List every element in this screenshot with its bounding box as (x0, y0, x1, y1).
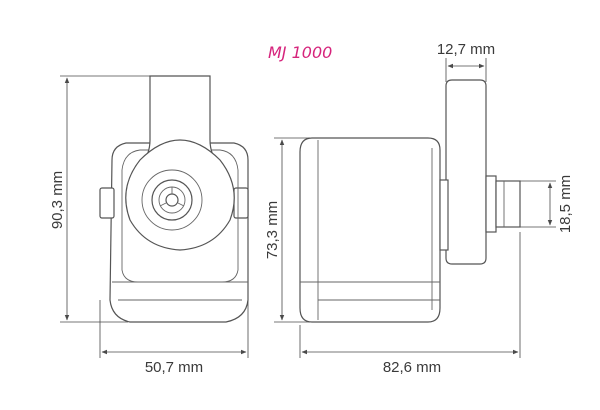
side-outlet-collar (485, 175, 497, 233)
plate-thickness-label: 12,7 mm (437, 41, 495, 58)
front-inlet-hub (165, 193, 179, 207)
front-right-tab (233, 187, 249, 219)
front-inlet-outer (141, 169, 203, 231)
front-width-label: 50,7 mm (145, 359, 203, 376)
outlet-diameter-dimension: 18,5 mm (520, 175, 574, 233)
side-mounting-plate (445, 79, 487, 265)
front-view (99, 75, 249, 323)
front-height-dimension: 90,3 mm (49, 75, 150, 323)
side-length-dimension: 82,6 mm (299, 232, 521, 376)
side-height-label: 73,3 mm (264, 201, 281, 259)
front-left-tab (99, 187, 115, 219)
plate-thickness-dimension: 12,7 mm (437, 41, 495, 82)
side-view (299, 79, 521, 323)
front-inlet-spokes (159, 187, 185, 207)
front-width-dimension: 50,7 mm (99, 300, 249, 376)
side-length-label: 82,6 mm (383, 359, 441, 376)
front-inner-body (121, 149, 239, 283)
side-motor-body (299, 137, 441, 323)
side-outlet-nozzle (495, 180, 521, 228)
outlet-diameter-label: 18,5 mm (557, 175, 574, 233)
model-label: MJ 1000 (268, 43, 332, 62)
front-height-label: 90,3 mm (49, 171, 66, 229)
side-plate-joint (439, 179, 449, 251)
side-height-dimension: 73,3 mm (264, 137, 310, 323)
